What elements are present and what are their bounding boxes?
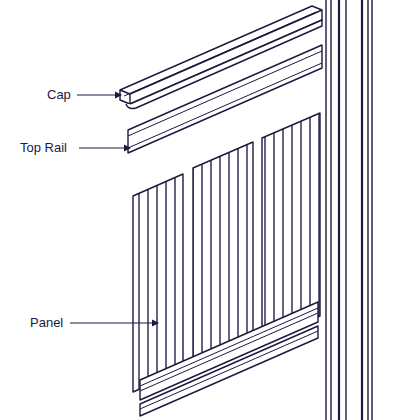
part-label: Panel: [30, 315, 63, 331]
part-label: Top Rail: [20, 140, 67, 156]
door-casing: [326, 0, 372, 420]
leader-line: [70, 322, 158, 323]
leader-line: [77, 94, 121, 95]
base-molding: [140, 326, 318, 416]
part-label: Cap: [47, 87, 71, 103]
leader-line: [79, 147, 130, 148]
bottom-rail: [140, 302, 318, 400]
